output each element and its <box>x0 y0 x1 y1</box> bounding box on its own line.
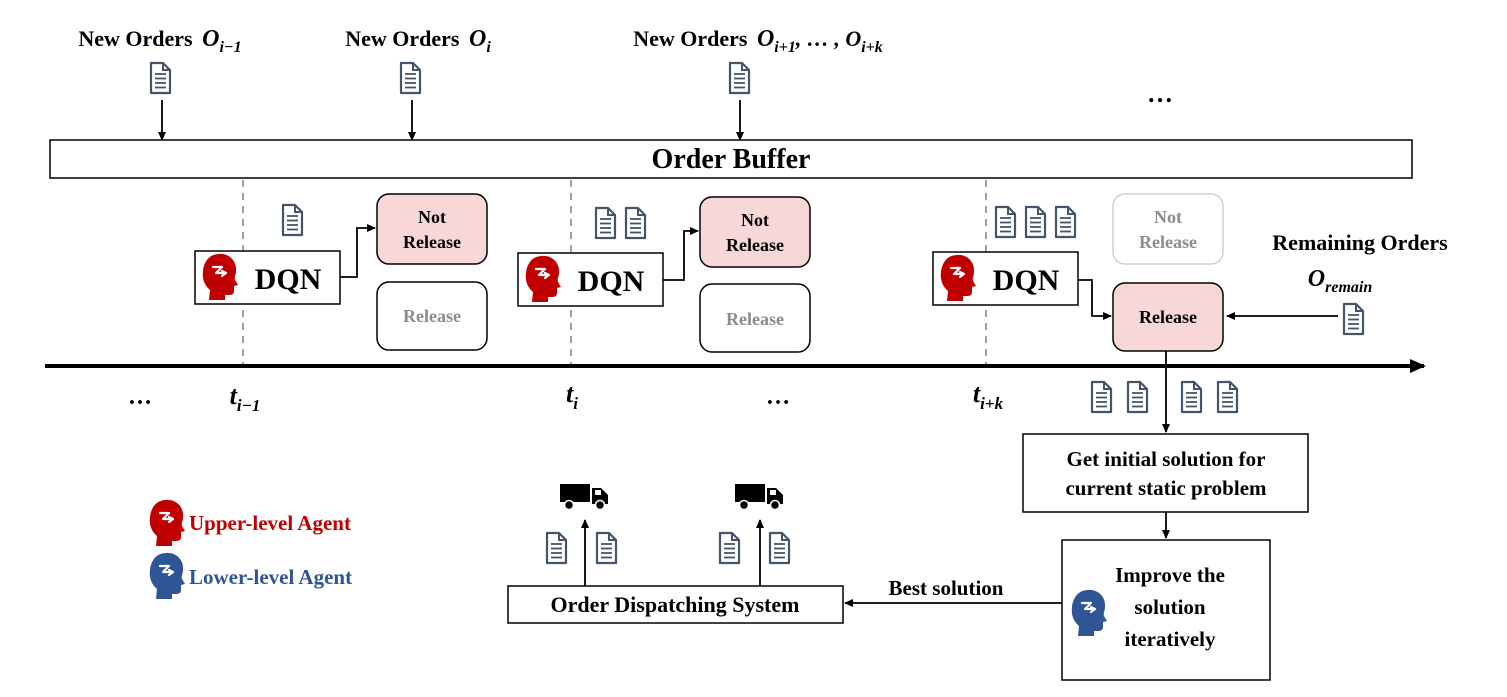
remaining-orders: Remaining Orders Oremain <box>1226 230 1448 336</box>
truck-icon <box>734 483 784 511</box>
document-icon <box>1126 380 1149 414</box>
svg-text:Release: Release <box>726 309 784 329</box>
document-icon <box>1054 205 1077 239</box>
not-release-box <box>699 196 811 268</box>
decision-group-prev: DQN Not Release Release <box>194 193 488 351</box>
new-orders-current: New Orders Oi <box>345 26 491 141</box>
head-icon <box>148 498 187 548</box>
document-icon <box>595 531 618 565</box>
svg-text:Not: Not <box>741 210 769 230</box>
improve-line3: iteratively <box>1125 627 1216 651</box>
new-orders-current-prefix: New Orders <box>345 26 460 51</box>
legend-upper: Upper-level Agent <box>189 511 351 535</box>
timeline-ellipsis-mid: … <box>766 384 790 410</box>
initial-solution-line2: current static problem <box>1065 476 1267 500</box>
dqn-label: DQN <box>993 264 1060 297</box>
time-label-next: ti+k <box>973 379 1004 413</box>
time-label-prev: ti−1 <box>230 381 261 415</box>
release-box-active <box>1112 282 1224 352</box>
not-release-box <box>376 193 488 265</box>
dqn-label: DQN <box>255 263 322 296</box>
improve-line1: Improve the <box>1115 563 1225 587</box>
release-box <box>376 281 488 351</box>
document-icon <box>1024 205 1047 239</box>
svg-text:New Orders Oi+1, … , Oi+: New Orders Oi+1, … , Oi+k <box>633 26 883 56</box>
svg-text:Not: Not <box>418 207 446 227</box>
improve-line2: solution <box>1134 595 1206 619</box>
order-buffer-box <box>49 139 1413 179</box>
svg-text:Release: Release <box>1139 307 1197 327</box>
document-icon <box>1090 380 1113 414</box>
svg-text:Release: Release <box>1139 232 1197 252</box>
release-box <box>699 283 811 353</box>
not-release-box <box>1112 193 1224 265</box>
document-icon <box>1342 302 1365 336</box>
svg-text:Release: Release <box>403 232 461 252</box>
document-icon <box>994 205 1017 239</box>
document-icon <box>768 531 791 565</box>
initial-solution-box <box>1022 433 1309 513</box>
svg-text:Not: Not <box>1154 207 1182 227</box>
document-icon <box>1216 380 1239 414</box>
svg-text:New Orders Oi: New Orders Oi <box>345 26 491 56</box>
new-orders-prev: New Orders Oi−1 <box>78 26 242 141</box>
document-icon <box>1180 380 1203 414</box>
best-solution-label: Best solution <box>889 576 1004 600</box>
svg-text:Oremain: Oremain <box>1308 266 1373 296</box>
timeline-ellipsis-left: … <box>128 384 152 410</box>
svg-text:New Orders Oi−1: New Orders Oi−1 <box>78 26 241 56</box>
decision-group-next: DQN Not Release Release <box>932 193 1224 352</box>
document-icon <box>399 61 422 95</box>
document-icon <box>281 203 304 237</box>
legend-lower: Lower-level Agent <box>189 565 352 589</box>
document-icon <box>545 531 568 565</box>
svg-text:Release: Release <box>403 306 461 326</box>
dqn-label: DQN <box>578 265 645 298</box>
time-label-current: ti <box>566 379 578 413</box>
head-icon <box>148 551 187 601</box>
document-icon <box>594 206 617 240</box>
document-icon <box>718 531 741 565</box>
new-orders-next-prefix: New Orders <box>633 26 748 51</box>
remaining-orders-var: O <box>1308 266 1325 292</box>
new-orders-prev-prefix: New Orders <box>78 26 193 51</box>
svg-text:Release: Release <box>726 235 784 255</box>
document-icon <box>149 61 172 95</box>
document-icon <box>728 61 751 95</box>
truck-icon <box>559 483 609 511</box>
new-orders-next: New Orders Oi+1, … , Oi+k <box>633 26 883 141</box>
order-buffer-label: Order Buffer <box>652 144 811 175</box>
decision-group-current: DQN Not Release Release <box>517 196 811 353</box>
dispatch-system-box <box>507 585 844 624</box>
remaining-orders-title: Remaining Orders <box>1272 230 1448 255</box>
legend: Upper-level Agent Lower-level Agent <box>148 498 352 601</box>
document-icon <box>624 206 647 240</box>
improve-box <box>1061 539 1271 681</box>
dispatch-system-label: Order Dispatching System <box>551 592 800 617</box>
top-ellipsis: … <box>1147 79 1173 108</box>
initial-solution-line1: Get initial solution for <box>1067 447 1266 471</box>
